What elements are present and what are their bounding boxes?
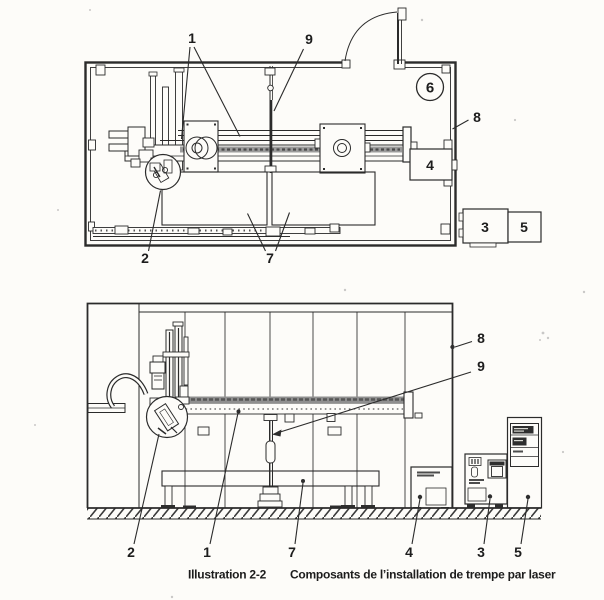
callout-3-top: 3 — [481, 219, 489, 235]
x-axis-beam-front — [149, 391, 423, 423]
handle-slot — [471, 466, 478, 478]
arrowhead — [272, 429, 282, 437]
z-motor — [149, 355, 166, 390]
z-axis-tower-front — [149, 321, 190, 415]
panel-handle-right — [327, 426, 342, 436]
caption-text: Composants de l’installation de trempe p… — [290, 568, 556, 582]
front-view-callouts: 2 1 7 4 3 5 8 9 — [127, 330, 531, 560]
door-hinge-block — [341, 59, 351, 69]
callout-9-front: 9 — [477, 358, 485, 374]
floor-hatching — [87, 507, 541, 520]
scan-artifacts — [34, 9, 586, 599]
panel-handle-left — [197, 426, 210, 436]
box-3-top: 3 — [458, 208, 509, 248]
cabinet-4-front — [410, 466, 453, 511]
callout-3-front: 3 — [477, 544, 485, 560]
cabinet-5-front — [506, 416, 543, 509]
callout-9-top: 9 — [305, 31, 313, 47]
callout-1-top: 1 — [188, 30, 196, 46]
top-view-callouts: 1 9 2 7 8 — [141, 30, 481, 266]
callout-1-front: 1 — [203, 544, 211, 560]
callout-7-top: 7 — [266, 250, 274, 266]
beam-flange-front — [403, 391, 414, 419]
door-top-bracket — [397, 7, 407, 21]
box-5-top: 5 — [507, 211, 542, 243]
caption-label: Illustration 2-2 — [188, 568, 267, 582]
callout-6-circle: 6 — [415, 72, 445, 102]
pegboard-table-left — [161, 171, 268, 226]
callout-6-top: 6 — [426, 80, 434, 97]
callout-2-front: 2 — [127, 544, 135, 560]
callout-7-front: 7 — [288, 544, 296, 560]
door-swing-arc — [344, 11, 398, 62]
callout-8-front: 8 — [477, 330, 485, 346]
front-view-elevation: 2 1 7 4 3 5 8 9 — [86, 302, 543, 560]
figure-caption: Illustration 2-2 Composants de l’install… — [188, 568, 556, 582]
open-door — [344, 7, 407, 64]
cabinet-3-front — [464, 453, 508, 508]
top-view-plan: 4 3 5 6 1 9 2 7 8 — [84, 7, 542, 266]
beam-delivery-rod-front — [257, 414, 283, 508]
vent-grille — [425, 487, 447, 506]
vent-grille — [467, 487, 487, 502]
work-table-front — [161, 470, 380, 509]
box-4-top: 4 — [409, 148, 458, 181]
carriage-plate-left — [183, 120, 219, 173]
bottom-rail-top — [92, 223, 341, 237]
callout-2-top: 2 — [141, 250, 149, 266]
callout-8-top: 8 — [473, 109, 481, 125]
y-arm-and-hose — [87, 373, 149, 413]
callout-4-front: 4 — [405, 544, 413, 560]
optic-element — [265, 440, 276, 464]
carriage-plate-right — [314, 123, 371, 174]
beam-delivery-rod-top — [264, 66, 277, 173]
callout-4-top: 4 — [426, 157, 434, 173]
callout-5-front: 5 — [514, 544, 522, 560]
pegboard-table-right — [271, 171, 376, 226]
laser-head-detail-front — [145, 395, 189, 439]
callout-5-top: 5 — [520, 219, 528, 235]
laser-head-detail-top — [144, 153, 182, 191]
